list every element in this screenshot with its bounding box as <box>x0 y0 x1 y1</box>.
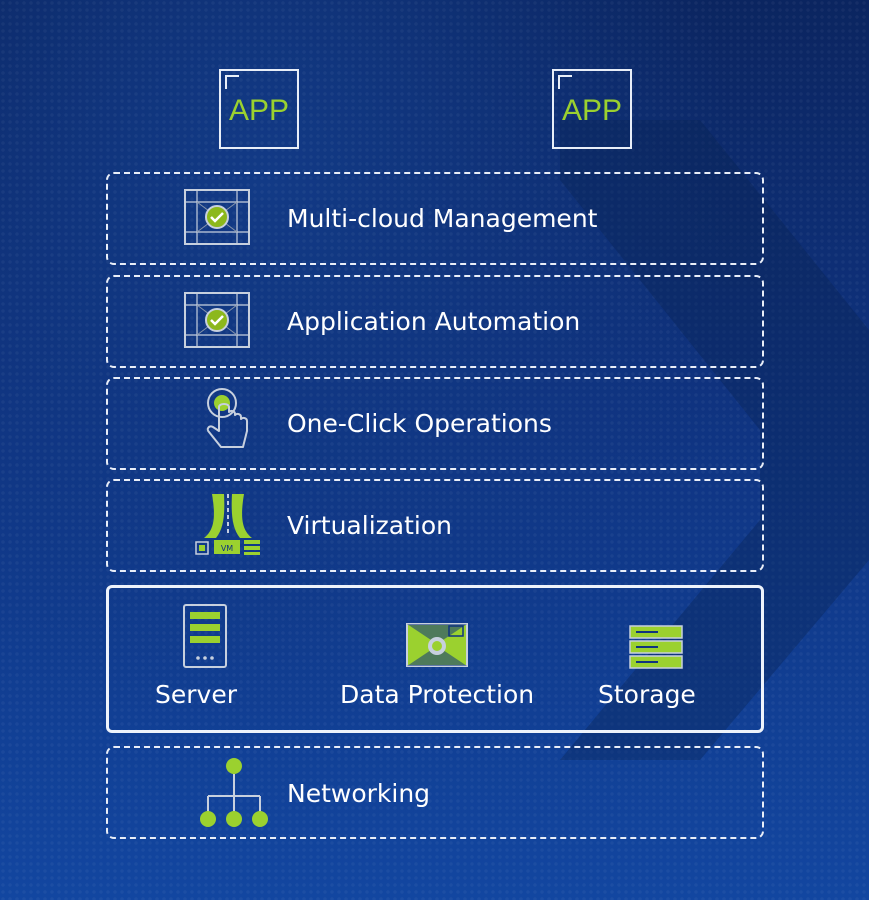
virtualization-vm-icon: VM <box>195 494 260 555</box>
automation-blueprint-icon <box>184 292 250 348</box>
app-box-2: APP <box>552 69 632 149</box>
app-corner-mark <box>225 75 239 89</box>
layer-virtualization <box>106 479 764 572</box>
app-corner-mark <box>558 75 572 89</box>
data-protection-icon <box>406 623 468 667</box>
layer-label: Application Automation <box>287 307 581 336</box>
layer-multi-cloud-management <box>106 172 764 265</box>
layer-label: One-Click Operations <box>287 409 552 438</box>
server-icon <box>183 604 227 668</box>
infrastructure-box <box>106 585 764 733</box>
infra-label-data-protection: Data Protection <box>340 680 535 709</box>
app-label: APP <box>561 94 623 127</box>
management-blueprint-icon <box>184 189 250 245</box>
layer-label: Networking <box>287 779 431 808</box>
layer-label: Virtualization <box>287 511 452 540</box>
click-hand-icon <box>206 388 248 448</box>
infra-label-server: Server <box>155 680 237 709</box>
app-box-1: APP <box>219 69 299 149</box>
storage-icon <box>629 625 683 669</box>
layer-networking <box>106 746 764 839</box>
layer-label: Multi-cloud Management <box>287 204 598 233</box>
layer-application-automation <box>106 275 764 368</box>
network-tree-icon <box>200 758 268 827</box>
infra-label-storage: Storage <box>598 680 696 709</box>
layer-one-click-operations <box>106 377 764 470</box>
svg-text:VM: VM <box>221 544 233 553</box>
app-label: APP <box>228 94 290 127</box>
